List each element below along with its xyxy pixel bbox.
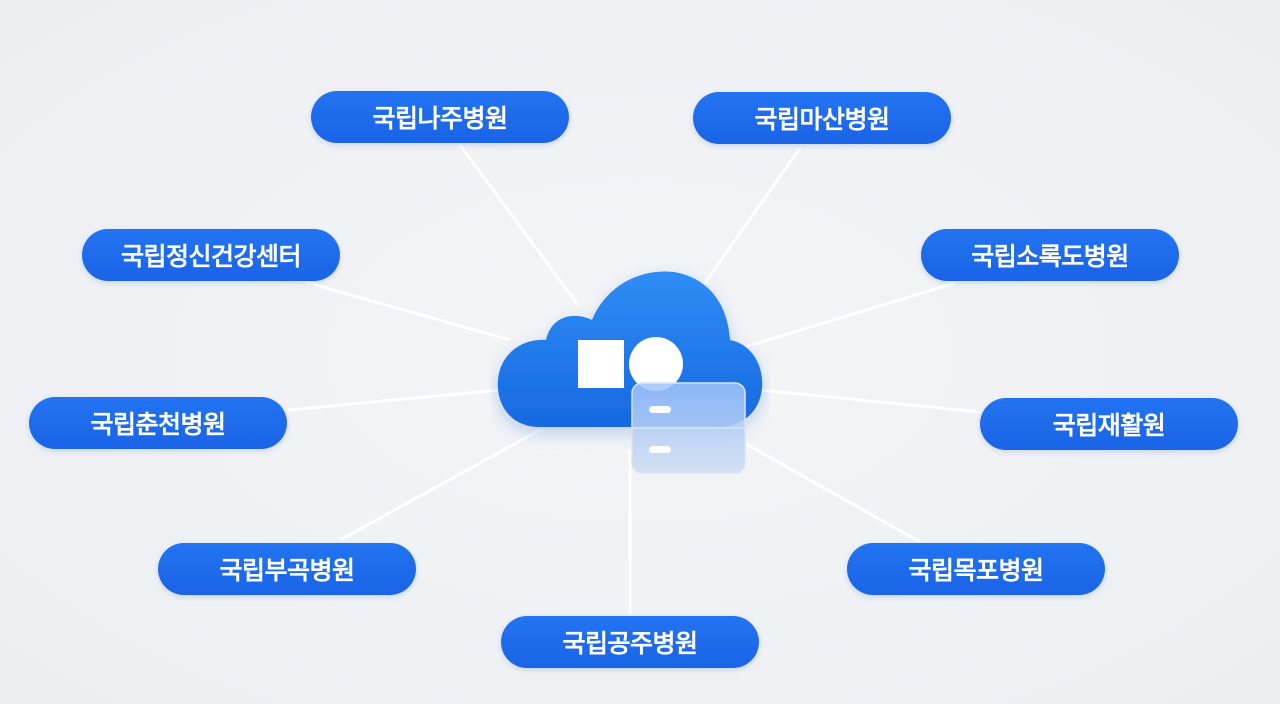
hospital-node-chuncheon[interactable]: 국립춘천병원 [29, 397, 287, 449]
central-cloud [490, 262, 770, 482]
hospital-node-naju[interactable]: 국립나주병원 [311, 91, 569, 143]
connector-sorokdo [734, 281, 956, 352]
hospital-node-gongju[interactable]: 국립공주병원 [501, 616, 759, 668]
connector-mokpo [729, 433, 921, 544]
connector-masan [698, 147, 802, 291]
hospital-node-rehab[interactable]: 국립재활원 [980, 398, 1238, 450]
hospital-node-mental-health-center[interactable]: 국립정신건강센터 [82, 229, 340, 281]
hospital-node-sorokdo[interactable]: 국립소록도병원 [921, 229, 1179, 281]
connector-bugok [339, 428, 541, 542]
circle-icon [629, 337, 683, 391]
server-icon [631, 382, 746, 474]
connector-chuncheon [287, 388, 501, 412]
connector-naju [458, 144, 580, 306]
hospital-node-mokpo[interactable]: 국립목포병원 [847, 543, 1105, 595]
square-icon [578, 340, 624, 388]
hospital-node-masan[interactable]: 국립마산병원 [693, 92, 951, 144]
connector-rehab [759, 388, 981, 414]
connector-mental-health-center [304, 280, 511, 342]
hospital-node-bugok[interactable]: 국립부곡병원 [158, 543, 416, 595]
